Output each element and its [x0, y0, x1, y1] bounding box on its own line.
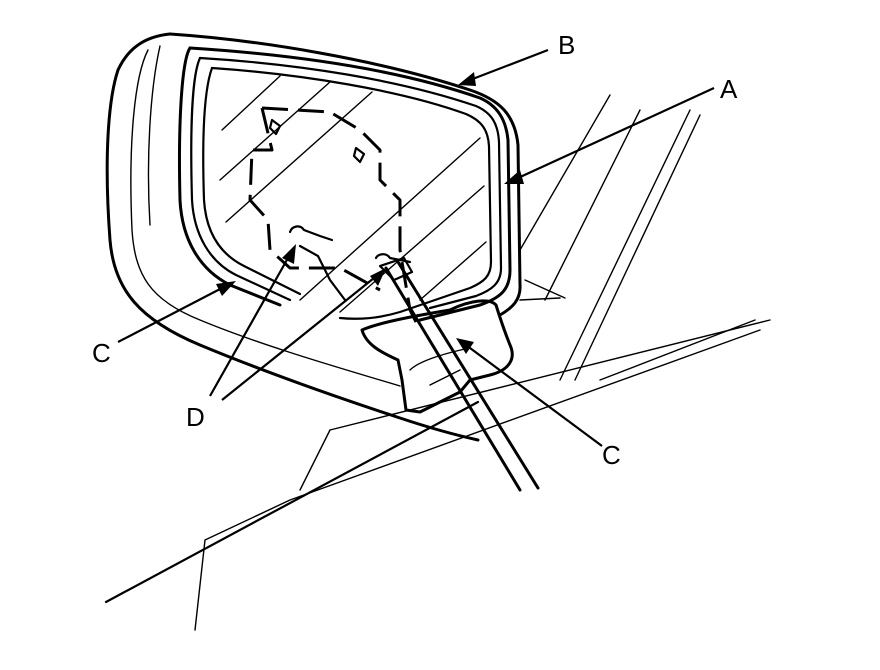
hidden-actuator-outline: [248, 106, 422, 331]
callout-label-b: B: [558, 30, 575, 60]
arrowhead-c-left: [216, 281, 236, 296]
callout-label-c-left: C: [92, 338, 111, 368]
callout-label-d: D: [186, 402, 205, 432]
callout-label-c-right: C: [602, 440, 621, 470]
arrowhead-d-2: [370, 268, 386, 286]
leader-c-left: [117, 287, 223, 343]
mirror-glass: [202, 66, 493, 320]
leader-c-right: [469, 347, 603, 447]
leader-d-1: [209, 257, 289, 397]
callout-labels: B A C C D: [92, 30, 738, 470]
mirror-housing: [105, 32, 522, 442]
callout-label-a: A: [720, 74, 738, 104]
arrowhead-c-right: [456, 338, 474, 354]
mirror-holder-rim: [177, 46, 512, 322]
arrowhead-d-1: [282, 244, 296, 264]
leader-a: [517, 87, 715, 179]
leader-d-2: [221, 277, 375, 401]
arrowhead-a: [504, 170, 524, 184]
callout-leaders: [117, 48, 715, 447]
mirror-base-and-tool: [360, 256, 540, 492]
arrowhead-b: [458, 72, 476, 86]
leader-b: [469, 48, 549, 82]
door-frame-lines: [104, 94, 771, 631]
